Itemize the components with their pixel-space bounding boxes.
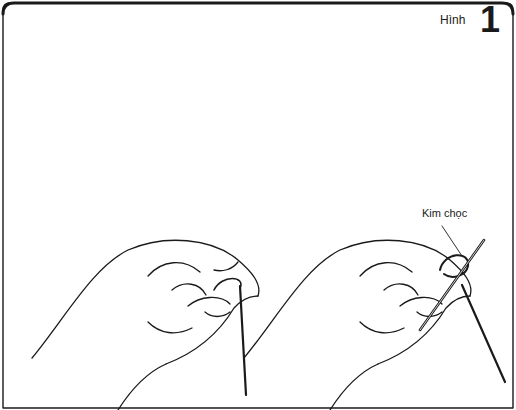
needle-highlight: [420, 240, 484, 330]
leader-line: [442, 226, 462, 256]
right-hand: [244, 240, 471, 410]
figure-number: 1: [480, 2, 500, 38]
thread-loop: [440, 255, 468, 277]
figure-word: Hình: [440, 14, 465, 26]
left-hand: [32, 240, 259, 410]
frame-top-rule: [3, 3, 513, 14]
figure-frame: [3, 3, 513, 408]
thread-loop: [214, 279, 241, 291]
thread: [240, 286, 246, 395]
needle: [420, 240, 484, 330]
part-label: Kim chọc: [422, 208, 467, 219]
thread: [462, 285, 505, 382]
